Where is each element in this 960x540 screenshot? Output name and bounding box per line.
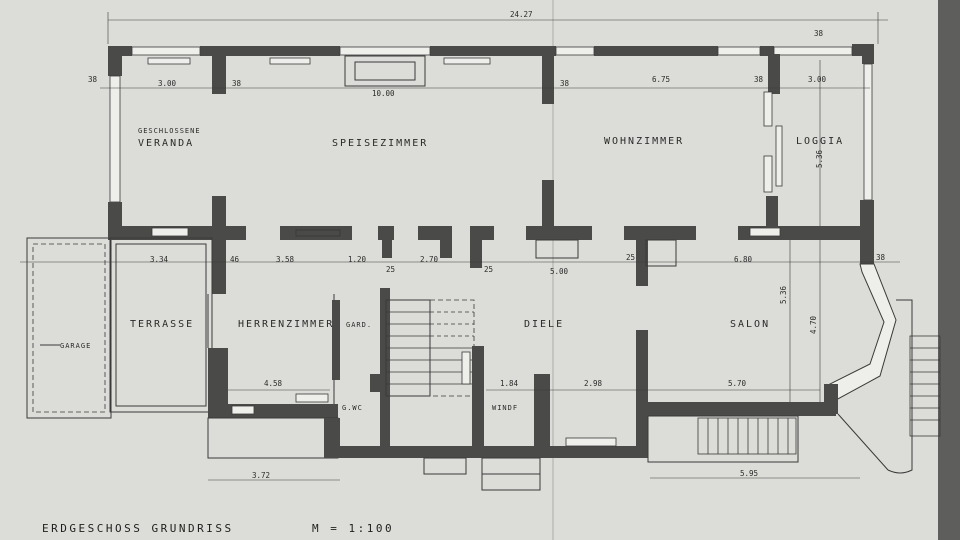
middle-walls	[108, 91, 862, 294]
dim-post-38c: 38	[754, 75, 764, 84]
label-loggia: LOGGIA	[796, 136, 844, 147]
overall-dimension: 24.27 38	[107, 10, 888, 44]
dim-herrenzimmer-depth: 4.58	[264, 379, 283, 388]
dim-diele-depth: 2.98	[584, 379, 603, 388]
label-garage: GARAGE	[60, 342, 91, 350]
dim-post-25b: 25	[484, 265, 493, 274]
dimension-lines	[20, 60, 900, 481]
label-garderobe: GARD.	[346, 321, 372, 329]
dim-loggia-width: 3.00	[808, 75, 827, 84]
dim-post-25a: 25	[386, 265, 395, 274]
plan-scale: M = 1:100	[312, 522, 394, 535]
dim-post-25c: 25	[626, 253, 635, 262]
dim-bottom-right: 5.95	[740, 469, 758, 478]
front-steps	[697, 417, 797, 455]
dim-salon-width: 6.80	[734, 255, 753, 264]
dim-salon-depth: 5.70	[728, 379, 747, 388]
label-speisezimmer: SPEISEZIMMER	[332, 138, 428, 149]
dim-post-38b: 38	[560, 79, 570, 88]
dim-wall-46: 46	[230, 255, 240, 264]
dim-speisezimmer-width: 10.00	[372, 89, 395, 98]
label-wc: G.WC	[342, 404, 363, 412]
label-windfang: WINDF	[492, 404, 518, 412]
dim-veranda-width: 3.00	[158, 79, 177, 88]
lower-walls	[109, 237, 941, 491]
side-steps	[909, 335, 941, 437]
dim-wc-width: 2.70	[420, 255, 439, 264]
dim-wohnzimmer-width: 6.75	[652, 75, 670, 84]
dim-bottom-left: 3.72	[252, 471, 270, 480]
dim-diele-width: 5.00	[550, 267, 569, 276]
dim-herrenzimmer-width: 3.58	[276, 255, 295, 264]
dim-post-38a: 38	[232, 79, 242, 88]
label-salon: SALON	[730, 319, 770, 330]
plan-title: ERDGESCHOSS GRUNDRISS	[42, 522, 234, 535]
plan-title-block: ERDGESCHOSS GRUNDRISS M = 1:100	[42, 522, 394, 535]
outer-walls	[108, 44, 874, 264]
label-wohnzimmer: WOHNZIMMER	[604, 136, 684, 147]
dim-top-right-38: 38	[814, 29, 824, 38]
dim-windfang-width: 1.84	[500, 379, 519, 388]
dim-terrasse-width: 3.34	[150, 255, 169, 264]
paper-edge	[938, 0, 960, 540]
dim-salon-height-2: 4.70	[809, 315, 818, 334]
staircase	[386, 311, 474, 385]
dimension-labels: 38 3.00 38 10.00 38 6.75 38 3.00 5.36 3.…	[88, 75, 886, 480]
label-terrasse: TERRASSE	[130, 319, 194, 330]
garage: GARAGE	[26, 237, 112, 419]
dim-garderobe-width: 1.20	[348, 255, 367, 264]
label-diele: DIELE	[524, 319, 564, 330]
label-veranda-line2: VERANDA	[138, 138, 194, 149]
label-veranda-line1: GESCHLOSSENE	[138, 127, 201, 135]
dim-overall: 24.27	[510, 10, 533, 19]
label-herrenzimmer: HERRENZIMMER	[238, 319, 334, 330]
dim-loggia-height: 5.36	[815, 149, 824, 168]
dim-right-38: 38	[876, 253, 886, 262]
room-labels: GESCHLOSSENE VERANDA SPEISEZIMMER WOHNZI…	[130, 127, 844, 412]
dim-salon-height-1: 5.36	[779, 285, 788, 304]
dim-left-38: 38	[88, 75, 98, 84]
